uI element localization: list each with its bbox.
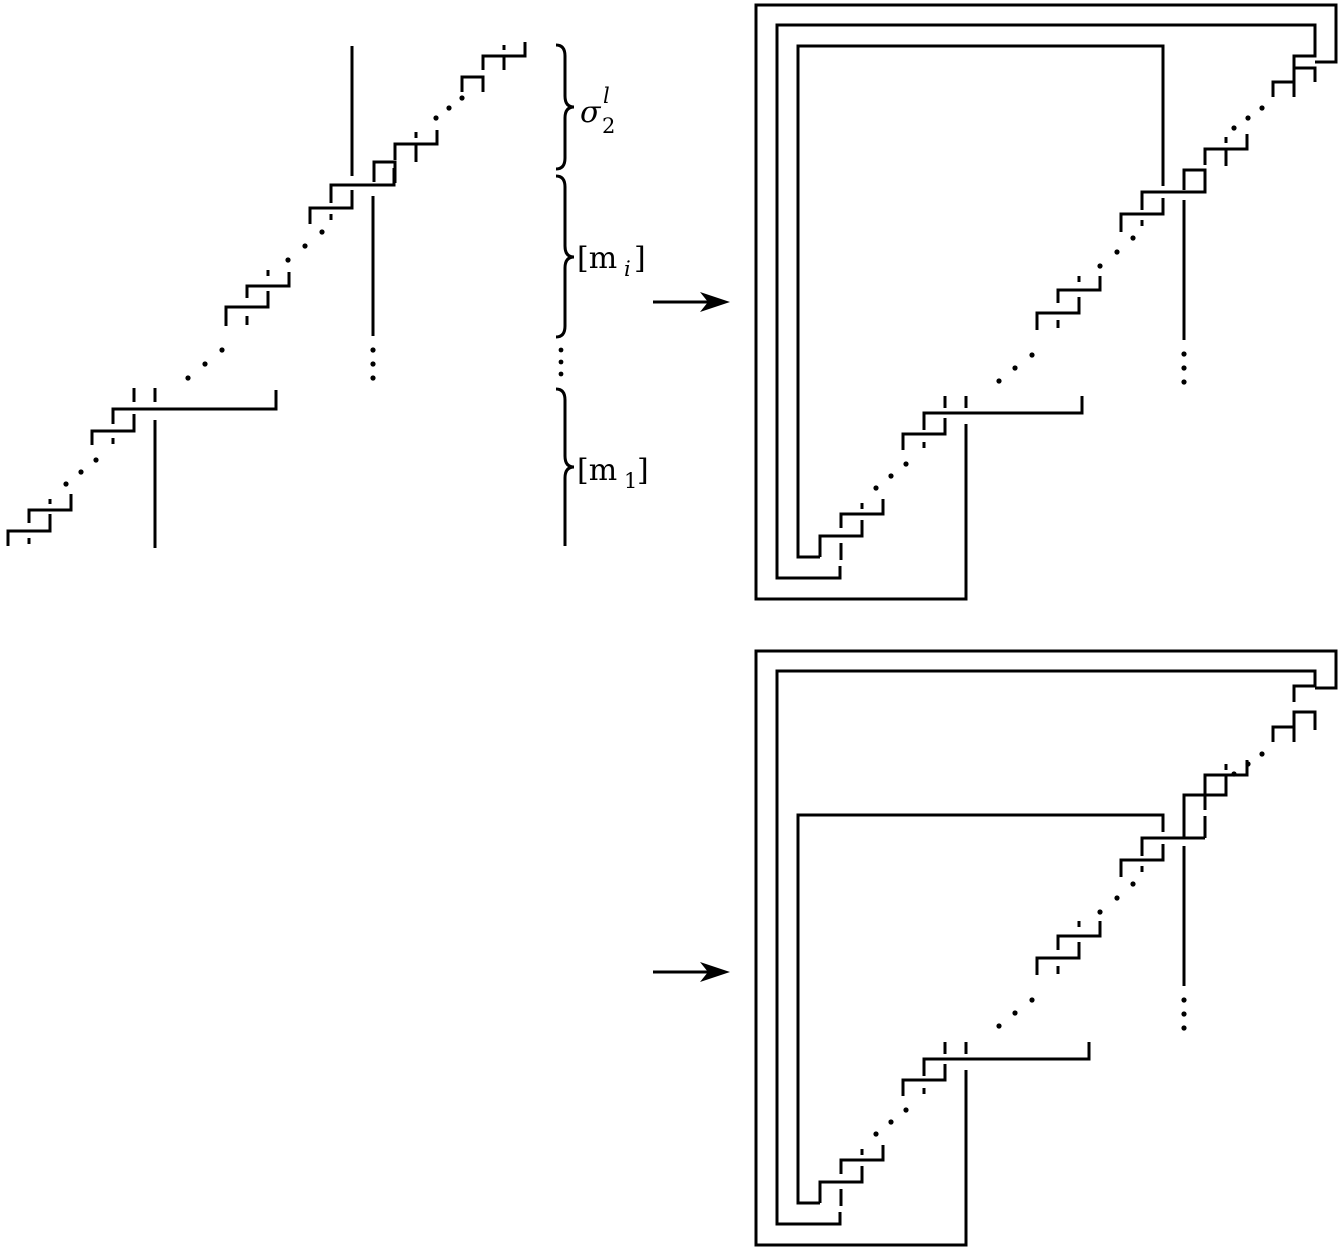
stair-crossing — [329, 168, 396, 203]
stair-low-a-b — [901, 1064, 947, 1096]
lower-ticks-b — [943, 1042, 968, 1054]
stair-upper-b — [1271, 710, 1317, 742]
dots-bottom-right — [873, 751, 1265, 1137]
stair-low-b — [818, 499, 885, 560]
arrow-top — [653, 292, 730, 312]
label-m1-open: [m — [577, 453, 617, 488]
stair-cross-b — [1140, 836, 1205, 856]
horizontal-arm — [111, 390, 278, 424]
stair-upper-mid-b — [1182, 760, 1249, 838]
label-sigma-sub: 2 — [602, 114, 615, 138]
stair-cross — [1140, 175, 1207, 210]
stair-low-a — [901, 418, 947, 450]
label-mi-sub: i — [624, 257, 631, 281]
lower-ticks — [943, 396, 968, 408]
closure-bottom — [754, 649, 1338, 1247]
stair-m1-bottom — [6, 494, 73, 546]
stair-sigma-top — [460, 42, 527, 92]
lower-arm-b — [922, 1042, 1091, 1076]
closure-top — [754, 3, 1338, 601]
stair-mi-top — [308, 190, 354, 224]
stair-upper-mid — [1182, 134, 1249, 190]
brace-mi — [555, 174, 575, 339]
left-braid: σ l 2 [m i ] [m 1 ] — [6, 42, 649, 548]
brace-sigma — [555, 43, 575, 171]
frame-middle — [775, 23, 1317, 580]
stair-mid-top — [1119, 198, 1165, 232]
stair-mid-bottom — [1035, 276, 1102, 330]
strand-lower-top — [132, 388, 157, 402]
stair-sigma-mid — [372, 130, 439, 183]
stair-low-b-b — [818, 1145, 885, 1206]
label-mi-close: ] — [634, 241, 646, 276]
frame-inner — [796, 44, 1165, 559]
stair-m1-top — [90, 414, 136, 445]
label-m1-close: ] — [637, 453, 649, 488]
frame-inner-b — [796, 813, 1165, 1205]
label-sigma-sup: l — [603, 84, 610, 108]
label-mi-open: [m — [577, 241, 617, 276]
stair-mi-bottom — [224, 270, 291, 326]
arrow-bottom — [653, 962, 730, 982]
dots-top-right — [873, 105, 1265, 491]
frame-outer — [754, 3, 1338, 601]
frame-middle-b — [775, 669, 1317, 1226]
stair-mid-top-b — [1119, 844, 1165, 877]
brace-m1 — [555, 387, 575, 546]
label-m1-sub: 1 — [624, 469, 637, 493]
lower-arm — [922, 396, 1084, 430]
frame-outer-b — [754, 649, 1338, 1247]
ellipsis-dots — [63, 95, 465, 487]
brace-dots — [558, 347, 564, 377]
stair-upper — [1271, 66, 1317, 97]
stair-mid-bottom-b — [1035, 921, 1102, 975]
label-sigma: σ — [580, 95, 602, 130]
